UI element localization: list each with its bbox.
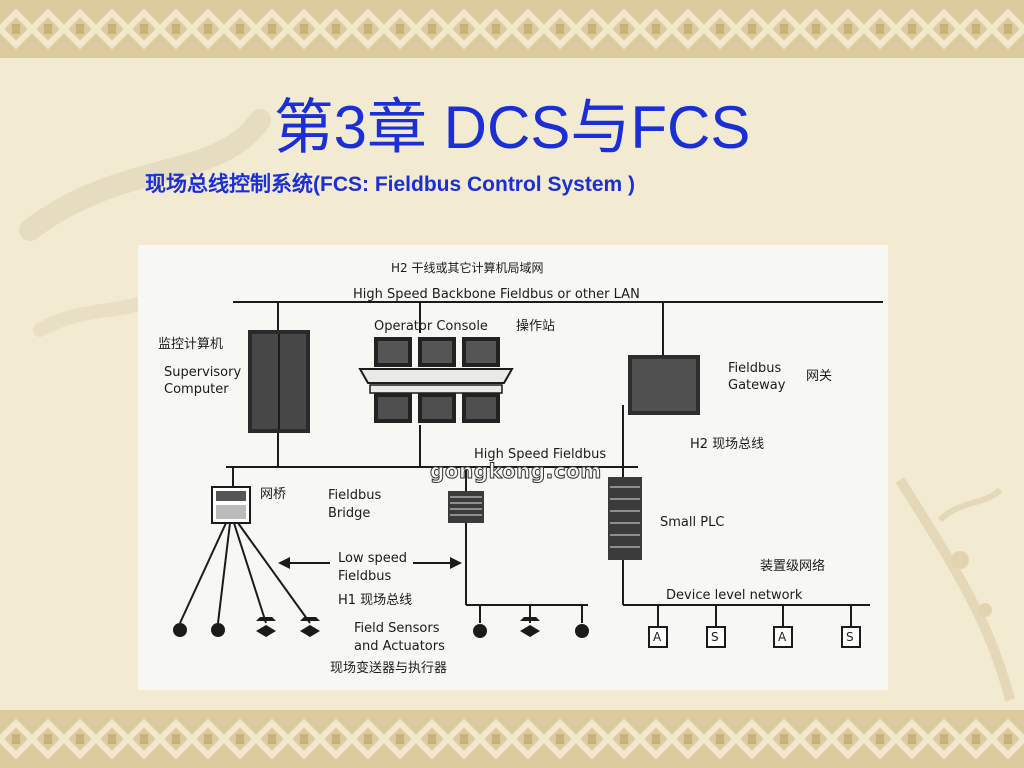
- fieldbus-bridge-icon: [211, 486, 251, 524]
- supervisory-computer-icon: [248, 330, 310, 433]
- bottom-border-band: [0, 710, 1024, 768]
- slide-subtitle: 现场总线控制系统(FCS: Fieldbus Control System ): [145, 173, 636, 196]
- device-box-frame: [773, 626, 793, 648]
- device-level-network-label: Device level network: [666, 588, 803, 603]
- diagram-drawing: [173, 301, 883, 648]
- device-box-frame: [648, 626, 668, 648]
- sensor-icon: [473, 624, 487, 638]
- sensor-icon: [211, 623, 225, 637]
- h2-fieldbus-cn-label: H2 现场总线: [690, 437, 765, 452]
- bridge-label-line2: Bridge: [328, 506, 371, 521]
- low-speed-label-line1: Low speed: [338, 551, 408, 566]
- high-speed-fieldbus-label: High Speed Fieldbus: [474, 447, 607, 462]
- top-border-band: [0, 0, 1024, 58]
- device-box-label: A: [653, 630, 662, 644]
- device-box-frame: [841, 626, 861, 648]
- sensor-icon: [575, 624, 589, 638]
- operator-console-cn-label: 操作站: [516, 319, 556, 334]
- valve-icon: [300, 617, 320, 637]
- supervisory-label-line2: Computer: [164, 382, 229, 397]
- watermark: gongkong.com: [430, 459, 602, 484]
- sensor-icon: [173, 623, 187, 637]
- fcs-network-diagram: H2 干线或其它计算机局域网 High Speed Backbone Field…: [138, 245, 888, 690]
- gateway-label-line2: Gateway: [728, 378, 786, 393]
- valve-icon: [520, 617, 540, 637]
- small-plc-label: Small PLC: [660, 515, 725, 530]
- low-speed-label-line2: Fieldbus: [338, 569, 392, 584]
- field-controller-icon: [448, 491, 484, 523]
- device-box-label: S: [711, 630, 719, 644]
- gateway-cn-label: 网关: [806, 369, 833, 384]
- supervisory-cn-label: 监控计算机: [158, 337, 224, 352]
- device-box-frame: [706, 626, 726, 648]
- device-net-cn-label: 装置级网络: [760, 559, 826, 574]
- small-plc-icon: [608, 477, 642, 560]
- device-box-label: S: [846, 630, 854, 644]
- field-sensors-label-line1: Field Sensors: [354, 621, 440, 636]
- bridge-cn-label: 网桥: [260, 487, 287, 502]
- h1-fieldbus-cn-label: H1 现场总线: [338, 593, 413, 608]
- field-sensors-label-line2: and Actuators: [354, 639, 445, 654]
- h2-lan-cn-label: H2 干线或其它计算机局域网: [391, 261, 544, 275]
- operator-console-label: Operator Console: [374, 319, 488, 334]
- fieldbus-gateway-icon: [628, 355, 700, 415]
- slide-title: 第3章 DCS与FCS: [273, 94, 751, 161]
- valve-icon: [256, 617, 276, 637]
- backbone-label: High Speed Backbone Fieldbus or other LA…: [353, 287, 640, 302]
- gateway-label-line1: Fieldbus: [728, 361, 782, 376]
- bridge-label-line1: Fieldbus: [328, 488, 382, 503]
- operator-console-icon: [358, 337, 514, 423]
- field-sensors-cn-label: 现场变送器与执行器: [330, 661, 448, 676]
- device-box-label: A: [778, 630, 787, 644]
- supervisory-label-line1: Supervisory: [164, 365, 242, 380]
